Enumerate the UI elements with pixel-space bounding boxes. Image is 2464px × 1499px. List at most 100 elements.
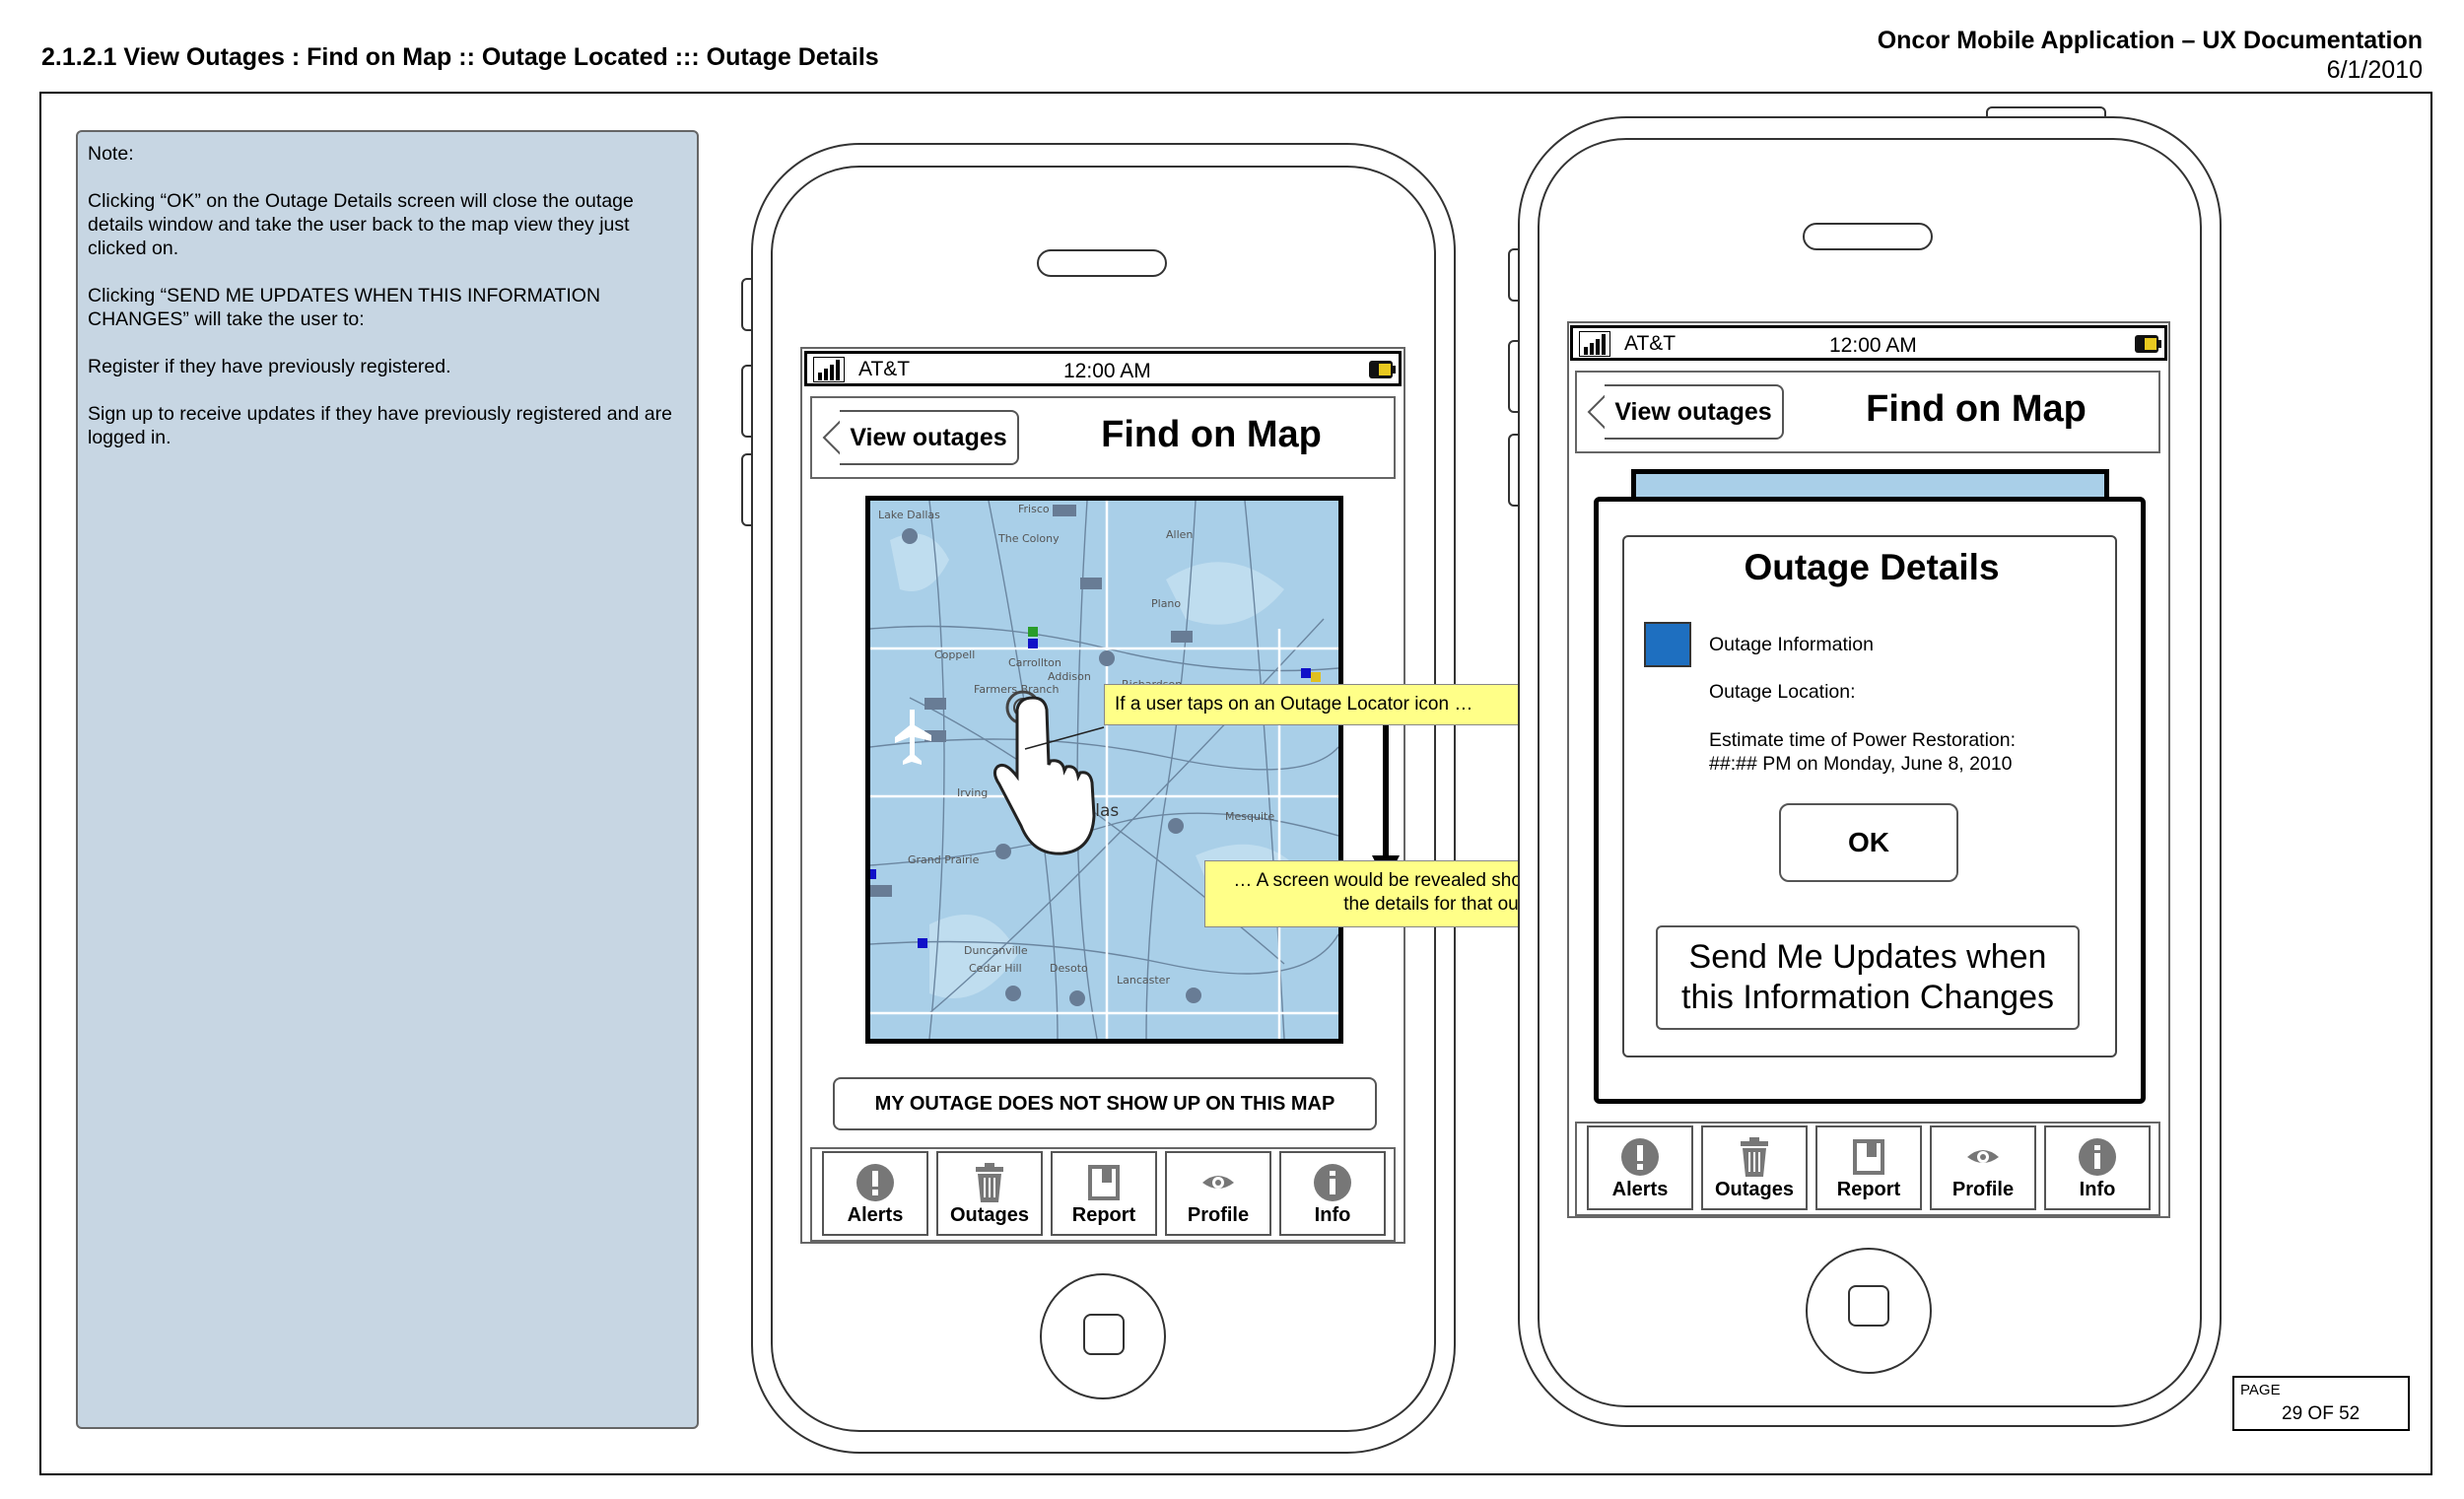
outage-marker[interactable] — [1311, 672, 1321, 682]
view-outages-back-button[interactable]: View outages — [840, 410, 1019, 465]
map-label: Farmers Branch — [974, 683, 1059, 696]
phone-1-screen — [800, 347, 1405, 1244]
tab-profile[interactable]: Profile — [1930, 1125, 2036, 1210]
report-icon — [1088, 1165, 1120, 1200]
send-updates-line: Send Me Updates when — [1688, 938, 2047, 976]
phone-1-bezel — [771, 166, 1436, 1432]
speaker-grille — [1037, 249, 1167, 277]
hand-tap-icon — [992, 690, 1096, 855]
home-button-square — [1848, 1285, 1889, 1327]
outage-marker[interactable] — [1301, 668, 1311, 678]
map-label: Coppell — [934, 648, 975, 661]
status-bar: AT&T 12:00 AM — [804, 351, 1402, 386]
tab-profile[interactable]: Profile — [1165, 1151, 1271, 1236]
map-label: Carrollton — [1008, 656, 1061, 669]
nav-title: Find on Map — [1866, 388, 2087, 430]
trash-icon — [976, 1163, 1003, 1202]
callout-line: … A screen would be revealed showing — [1233, 870, 1560, 891]
map-label: Cedar Hill — [969, 962, 1022, 975]
note-paragraph: Clicking “OK” on the Outage Details scre… — [88, 190, 634, 259]
tab-label: Profile — [1187, 1204, 1250, 1226]
status-time: 12:00 AM — [1829, 334, 1917, 357]
map-label: Frisco — [1018, 503, 1050, 515]
tab-label: Info — [1314, 1204, 1351, 1226]
outage-marker[interactable] — [870, 869, 876, 879]
tab-outages[interactable]: Outages — [1701, 1125, 1808, 1210]
outage-marker[interactable] — [1028, 639, 1038, 648]
tab-label: Alerts — [1611, 1179, 1669, 1200]
tab-label: Outages — [949, 1204, 1030, 1226]
page-number: 29 OF 52 — [2282, 1403, 2361, 1424]
map-label: Lake Dallas — [878, 509, 940, 521]
tab-outages[interactable]: Outages — [936, 1151, 1043, 1236]
nav-bar: View outages Find on Map — [1575, 371, 2160, 453]
home-button-square — [1083, 1314, 1125, 1355]
doc-date: 6/1/2010 — [2326, 56, 2423, 84]
outage-details-popup: Outage Details Outage Information Outage… — [1594, 497, 2146, 1104]
tab-report[interactable]: Report — [1051, 1151, 1157, 1236]
outage-marker[interactable] — [918, 938, 927, 948]
note-heading: Note: — [88, 143, 134, 165]
map-label: Duncanville — [964, 944, 1028, 957]
tab-alerts[interactable]: Alerts — [822, 1151, 928, 1236]
eye-icon — [1202, 1176, 1234, 1189]
info-icon — [2079, 1138, 2116, 1176]
airport-icon — [895, 710, 931, 765]
home-button[interactable] — [1040, 1273, 1166, 1399]
outage-details-card: Outage Details Outage Information Outage… — [1622, 535, 2117, 1057]
info-icon — [1314, 1164, 1351, 1201]
carrier-label: AT&T — [1624, 332, 1677, 355]
doc-title: Oncor Mobile Application – UX Documentat… — [1877, 27, 2423, 54]
map-label: Desoto — [1050, 962, 1088, 975]
send-updates-line: this Information Changes — [1681, 979, 2054, 1016]
nav-bar: View outages Find on Map — [810, 396, 1396, 479]
ok-button[interactable]: OK — [1779, 803, 1958, 882]
page-indicator: PAGE 29 OF 52 — [2232, 1376, 2410, 1431]
carrier-label: AT&T — [858, 358, 911, 380]
outage-info-label: Outage Information — [1709, 634, 1874, 655]
map-label: Addison — [1048, 670, 1091, 683]
status-time: 12:00 AM — [1063, 360, 1151, 382]
map-label: Allen — [1166, 528, 1193, 541]
tab-info[interactable]: Info — [1279, 1151, 1386, 1236]
home-button[interactable] — [1806, 1248, 1932, 1374]
estimate-restoration: Estimate time of Power Restoration: ##:#… — [1709, 728, 2016, 776]
note-paragraph: Clicking “SEND ME UPDATES WHEN THIS INFO… — [88, 285, 601, 330]
doc-header: Oncor Mobile Application – UX Documentat… — [1878, 26, 2423, 85]
outage-not-shown-button[interactable]: MY OUTAGE DOES NOT SHOW UP ON THIS MAP — [833, 1077, 1377, 1130]
content-frame — [39, 92, 2432, 1475]
battery-icon — [1369, 361, 1396, 378]
page-title: 2.1.2.1 View Outages : Find on Map :: Ou… — [41, 43, 879, 71]
map-label: Lancaster — [1117, 974, 1170, 987]
signal-icon — [813, 357, 845, 382]
alert-icon — [856, 1164, 894, 1201]
callout-line: the details for that outage. — [1343, 894, 1560, 915]
map-label: Mesquite — [1225, 810, 1274, 823]
note-panel: Note: Clicking “OK” on the Outage Detail… — [76, 130, 699, 1429]
outage-location-label: Outage Location: — [1709, 681, 1856, 703]
outage-color-square — [1644, 622, 1691, 667]
callout-tap-hint: If a user taps on an Outage Locator icon… — [1104, 684, 1520, 725]
estimate-label: Estimate time of Power Restoration: — [1709, 729, 2017, 751]
outage-marker[interactable] — [1028, 627, 1038, 637]
tab-label: Info — [2079, 1179, 2116, 1200]
trash-icon — [1741, 1137, 1768, 1177]
tab-report[interactable]: Report — [1815, 1125, 1922, 1210]
tab-label: Report — [1071, 1204, 1136, 1226]
callout-reveal-hint: … A screen would be revealed showing the… — [1204, 860, 1571, 927]
tab-label: Outages — [1714, 1179, 1795, 1200]
popup-title: Outage Details — [1744, 547, 2000, 587]
nav-title: Find on Map — [1101, 414, 1322, 455]
tab-label: Report — [1836, 1179, 1901, 1200]
tab-alerts[interactable]: Alerts — [1587, 1125, 1693, 1210]
map-label: Grand Prairie — [908, 853, 980, 866]
send-updates-button[interactable]: Send Me Updates when this Information Ch… — [1656, 925, 2080, 1030]
battery-icon — [2135, 335, 2161, 353]
signal-icon — [1579, 331, 1610, 357]
note-paragraph: Sign up to receive updates if they have … — [88, 403, 672, 448]
tab-info[interactable]: Info — [2044, 1125, 2151, 1210]
alert-icon — [1621, 1138, 1659, 1176]
speaker-grille — [1803, 223, 1933, 250]
tab-label: Profile — [1951, 1179, 2015, 1200]
view-outages-back-button[interactable]: View outages — [1605, 384, 1784, 440]
